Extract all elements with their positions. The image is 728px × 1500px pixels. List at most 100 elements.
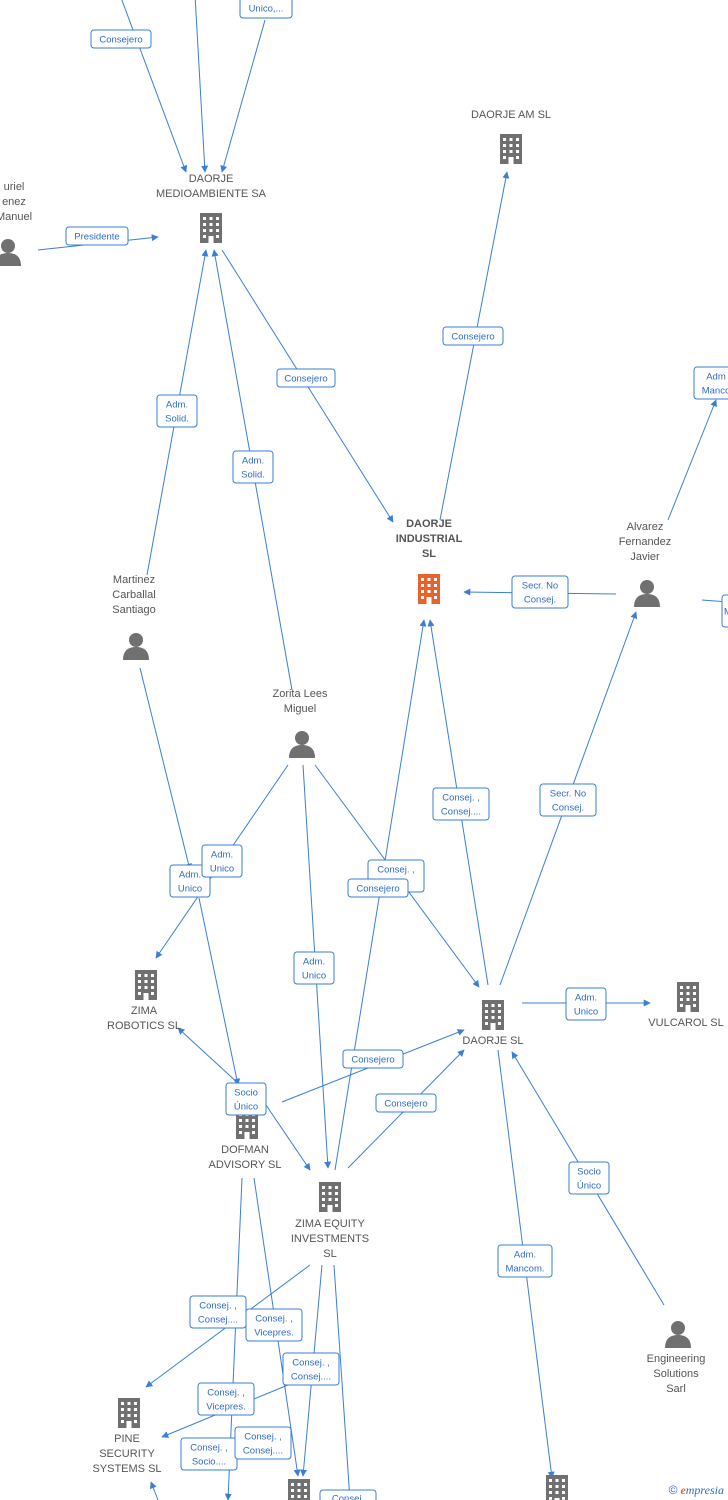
node-label: SL	[323, 1248, 336, 1260]
company-node-daorje-am[interactable]: DAORJE AM SL	[471, 109, 551, 164]
relationship-edge	[121, 0, 188, 173]
relationship-label[interactable]: Adm.Solid.	[156, 394, 198, 428]
building-icon	[135, 970, 157, 1000]
relationship-label[interactable]: Consej. ,Socio....	[180, 1437, 238, 1471]
relationship-label[interactable]: M	[721, 594, 728, 628]
relationship-label[interactable]: Consejero	[342, 1049, 404, 1069]
relationship-label-text: Unico	[178, 884, 202, 895]
relationship-label-text: Consej. ,	[377, 865, 415, 876]
relationship-label-text: Adm.	[179, 870, 201, 881]
company-node-bottom-a[interactable]	[288, 1479, 310, 1500]
relationship-edge	[265, 1104, 311, 1171]
relationship-label[interactable]: Consej. ,Consej....	[432, 787, 490, 821]
relationship-label-text: Consej. ,	[207, 1388, 245, 1399]
relationship-label-text: Unico	[302, 971, 326, 982]
relationship-label[interactable]: Consej. , Consej....	[234, 1426, 292, 1460]
node-label: DAORJE SL	[462, 1035, 523, 1047]
company-node-daorje-industrial[interactable]: DAORJE INDUSTRIAL SL	[396, 518, 463, 604]
building-icon	[319, 1182, 341, 1212]
person-icon	[665, 1321, 691, 1348]
relationship-label[interactable]: Adm.Solid.	[232, 450, 274, 484]
relationship-label[interactable]: Consejero	[90, 29, 152, 49]
node-label: Sarl	[666, 1383, 686, 1395]
relationship-label-text: Consej....	[198, 1315, 238, 1326]
relationship-label[interactable]: Secr. No Consej.	[511, 575, 569, 609]
person-icon	[289, 731, 315, 758]
relationship-label-text: Consejero	[356, 884, 399, 895]
relationship-label-text: Consej....	[243, 1446, 283, 1457]
relationship-label-text: Mancom.	[505, 1264, 544, 1275]
brand-footer[interactable]: © empresia	[669, 1483, 724, 1498]
relationship-label-text: Adm.	[211, 850, 233, 861]
node-label: SYSTEMS SL	[92, 1463, 161, 1475]
node-label: INDUSTRIAL	[396, 533, 463, 545]
node-label: Fernandez	[619, 536, 672, 548]
node-label: Solutions	[653, 1368, 699, 1380]
building-icon	[288, 1479, 310, 1500]
relationship-label-text: Manco	[702, 386, 728, 397]
relationship-label[interactable]: Consej. ,Vicepres.	[245, 1308, 303, 1342]
relationship-label[interactable]: Consej.	[319, 1489, 377, 1500]
relationship-label[interactable]: Adm.Unico	[293, 951, 335, 985]
relationship-label[interactable]: Consej. ,Consej....	[189, 1295, 247, 1329]
relationship-label[interactable]: Consejero	[347, 878, 409, 898]
relationship-label[interactable]: Adm. Unico	[169, 864, 211, 898]
node-label: DAORJE	[406, 518, 452, 530]
relationship-label[interactable]: Consejero	[442, 326, 504, 346]
relationship-edge	[667, 399, 717, 521]
node-label: Engineering	[647, 1353, 706, 1365]
relationship-label-text: Presidente	[74, 232, 119, 243]
relationship-edge	[150, 1481, 159, 1500]
relationship-label-text: Consej.	[524, 595, 556, 606]
node-label: uriel	[4, 181, 25, 193]
relationship-label[interactable]: Consejero	[375, 1093, 437, 1113]
company-node-daorje-sl[interactable]: DAORJE SL	[462, 1000, 524, 1047]
relationship-label-text: M	[724, 607, 728, 618]
building-icon	[118, 1398, 140, 1428]
relationship-label[interactable]: Adm. Unico	[201, 844, 243, 878]
relationship-label[interactable]: Presidente	[65, 226, 129, 246]
person-icon	[123, 633, 149, 660]
relationship-edge	[139, 667, 192, 871]
relationship-label-text: Secr. No	[522, 581, 558, 592]
node-label: Santiago	[112, 604, 155, 616]
relationship-label-text: Consej. ,	[292, 1358, 330, 1369]
relationship-label[interactable]: Consejero	[276, 368, 336, 388]
node-label: DAORJE AM SL	[471, 109, 551, 121]
relationship-label-text: Consejero	[99, 35, 142, 46]
relationship-label-text: Consejero	[451, 332, 494, 343]
relationship-label[interactable]: Unico,...	[239, 0, 293, 19]
relationship-label[interactable]: Adm.Unico	[565, 987, 607, 1021]
relationship-label[interactable]: Consej. ,Vicepres.	[197, 1382, 255, 1416]
node-label: Manuel	[0, 211, 32, 223]
company-node-vulcarol[interactable]: VULCAROL SL	[648, 982, 724, 1029]
relationship-label-text: Unico	[210, 864, 234, 875]
relationship-edge	[220, 19, 266, 173]
node-label: DOFMAN	[221, 1144, 269, 1156]
relationship-label-text: Secr. No	[550, 789, 586, 800]
edges-layer	[37, 0, 728, 1500]
company-node-bottom-b[interactable]	[546, 1475, 568, 1500]
relationship-label[interactable]: Adm.Mancom.	[497, 1244, 553, 1278]
relationship-label[interactable]: Consej. ,Consej....	[282, 1352, 340, 1386]
relationship-label-text: Consejero	[284, 374, 327, 385]
node-label: SL	[422, 548, 436, 560]
relationship-label-text: Consej. ,	[244, 1432, 282, 1443]
relationship-label-text: Consej....	[441, 807, 481, 818]
relationship-label-text: Consej. ,	[255, 1314, 293, 1325]
